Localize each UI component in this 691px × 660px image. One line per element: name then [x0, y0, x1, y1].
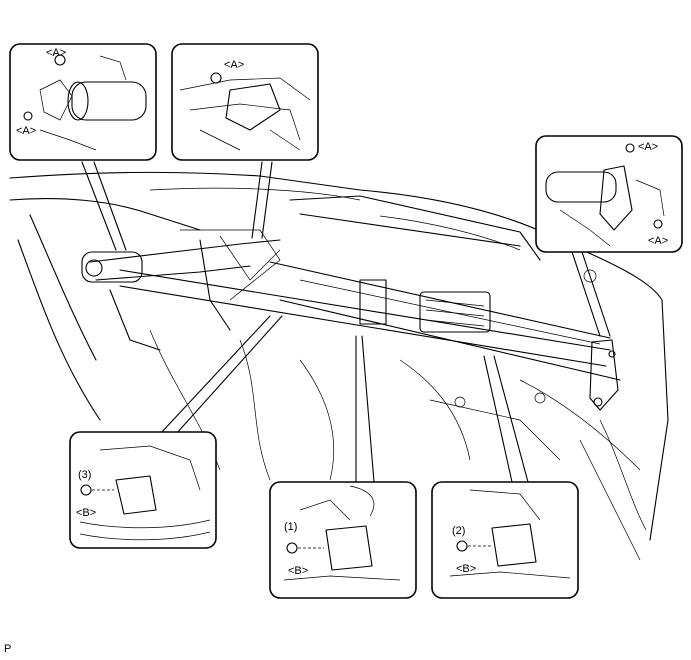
bolt-a-icon	[210, 72, 222, 84]
label-a: <A>	[16, 125, 36, 137]
bolt-a-icon	[653, 219, 663, 229]
bolt-a-icon	[54, 54, 66, 66]
label-b: <B>	[76, 507, 96, 519]
label-a: <A>	[46, 47, 66, 59]
label-b: <B>	[456, 563, 476, 575]
bolt-b-icon	[286, 542, 298, 554]
callout-bottom-left: (3) <B>	[69, 431, 217, 549]
callout-bottom-center: (1) <B>	[269, 481, 417, 599]
label-a: <A>	[224, 59, 244, 71]
label-a: <A>	[638, 141, 658, 153]
main-illustration	[9, 171, 669, 561]
step-number: (2)	[452, 525, 465, 537]
leader-lines	[81, 161, 611, 483]
step-number: (3)	[78, 469, 91, 481]
step-number: (1)	[284, 521, 297, 533]
bolt-b-icon	[456, 540, 468, 552]
label-a: <A>	[648, 235, 668, 247]
bolt-a-icon	[23, 111, 33, 121]
label-b: <B>	[288, 565, 308, 577]
callout-bottom-right: (2) <B>	[431, 481, 579, 599]
callout-right: <A> <A>	[535, 135, 683, 253]
figure-id: P	[4, 643, 12, 655]
bolt-b-icon	[80, 484, 92, 496]
callout-top-left: <A> <A>	[9, 43, 157, 161]
bolt-a-icon	[625, 143, 635, 153]
callout-top-center: <A>	[171, 43, 319, 161]
